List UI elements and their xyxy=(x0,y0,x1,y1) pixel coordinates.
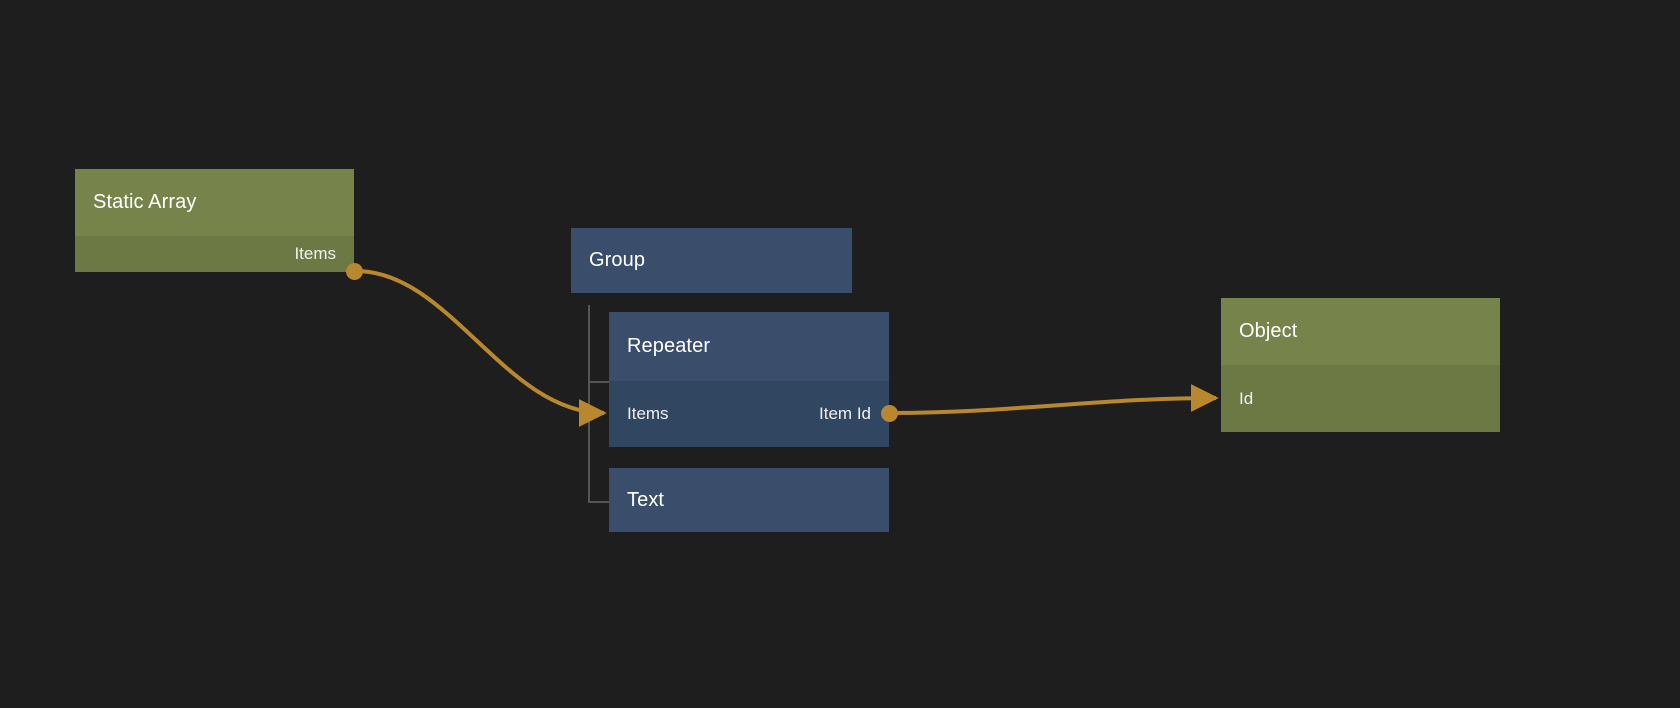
node-repeater[interactable]: Repeater Items Item Id xyxy=(609,312,898,447)
tree-branch-text xyxy=(588,501,610,503)
port-label-static-array-items: Items xyxy=(294,244,336,263)
node-object-title: Object xyxy=(1221,298,1500,365)
port-row-object-id[interactable]: Id xyxy=(1221,365,1500,432)
node-text[interactable]: Text xyxy=(609,468,889,532)
edge-repeater-to-object xyxy=(889,384,1219,415)
port-label-repeater-items: Items xyxy=(627,404,669,423)
port-label-object-id: Id xyxy=(1239,388,1254,408)
node-text-title: Text xyxy=(609,468,889,532)
node-static-array-body: Items xyxy=(75,236,354,272)
tree-trunk-group xyxy=(588,305,590,503)
node-static-array-title: Static Array xyxy=(75,169,354,236)
node-group[interactable]: Group xyxy=(571,228,852,293)
node-object[interactable]: Object Id xyxy=(1221,298,1500,432)
edge-static-array-to-repeater xyxy=(355,269,607,427)
port-dot-repeater-item-id-output[interactable] xyxy=(881,405,898,422)
port-label-repeater-item-id: Item Id xyxy=(819,404,871,423)
node-group-title: Group xyxy=(571,228,852,293)
node-repeater-body: Items Item Id xyxy=(609,381,889,447)
port-row-static-array-items[interactable]: Items xyxy=(75,236,354,272)
node-repeater-title: Repeater xyxy=(609,312,889,381)
tree-branch-repeater xyxy=(588,381,610,383)
port-row-repeater-items[interactable]: Items Item Id xyxy=(609,381,889,447)
node-object-body: Id xyxy=(1221,365,1500,432)
port-dot-static-array-items-output[interactable] xyxy=(346,263,363,280)
node-static-array[interactable]: Static Array Items xyxy=(75,169,363,280)
